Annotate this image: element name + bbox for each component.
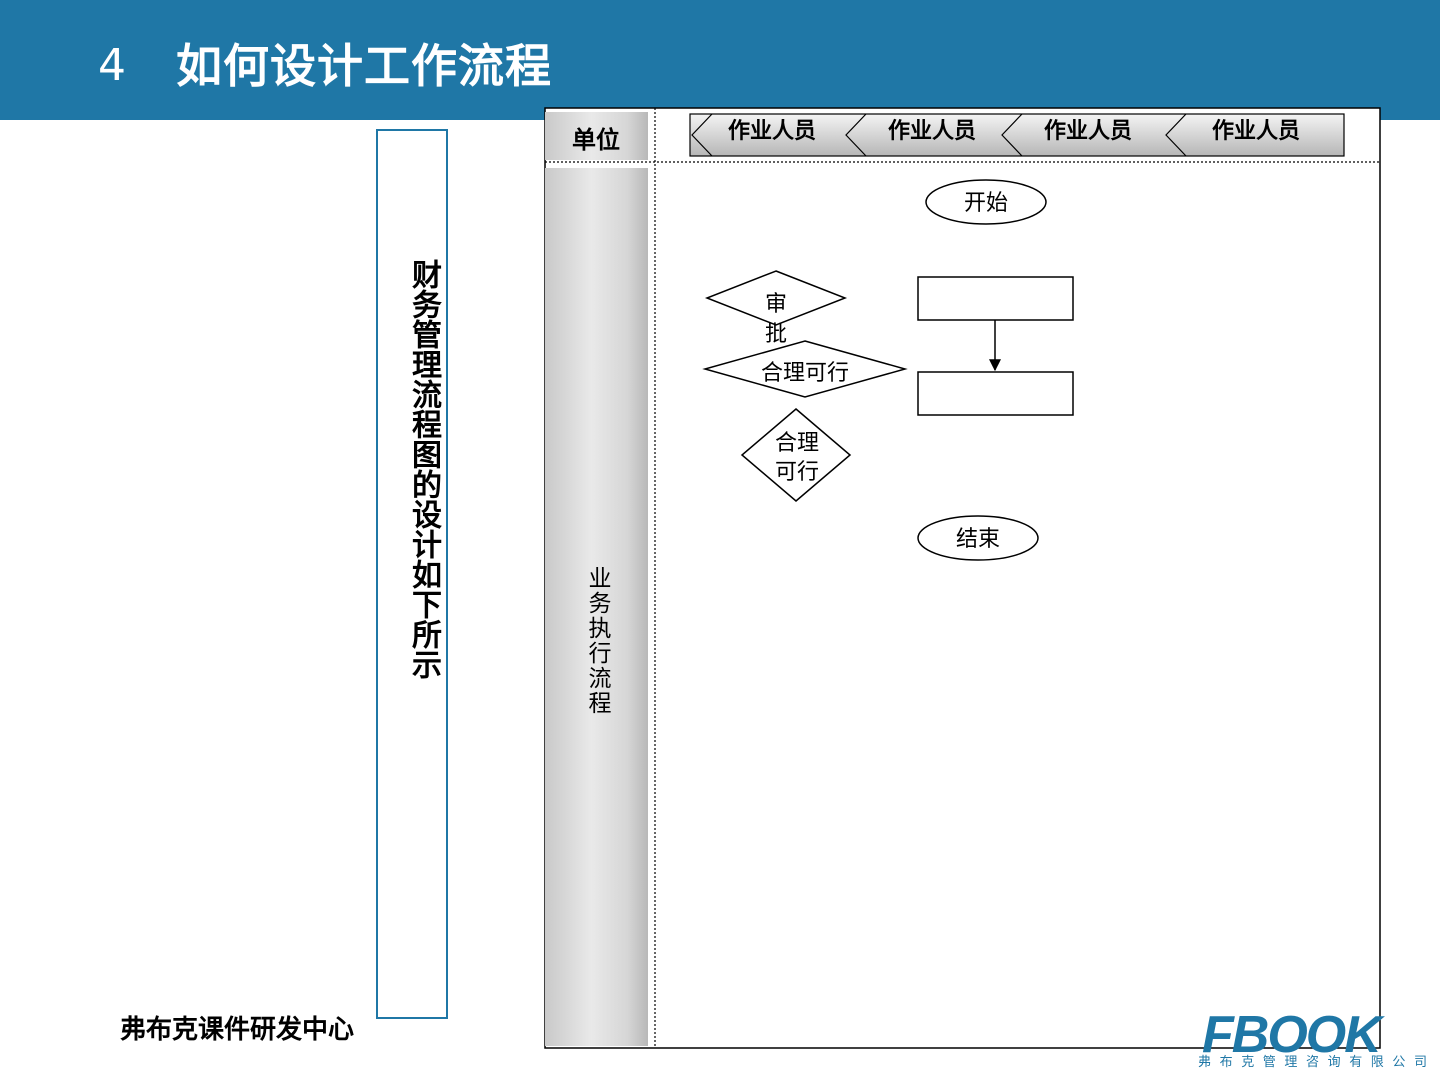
lane-column	[545, 168, 648, 1046]
side-caption-box: 财务管理流程图的设计如下所示	[376, 129, 448, 1019]
lane-label: 业务执行流程	[584, 566, 610, 716]
process-box-1	[917, 276, 1074, 321]
start-node	[925, 179, 1047, 225]
unit-header-label: 单位	[572, 126, 620, 154]
feasible-small-label-line2: 可行	[774, 460, 819, 485]
role-label: 作业人员	[1044, 119, 1133, 144]
footer-center-name: 弗布克课件研发中心	[120, 1015, 355, 1045]
page-title: 如何设计工作流程	[176, 39, 552, 93]
unit-header-cell	[545, 112, 648, 160]
role-label: 作业人员	[1212, 119, 1301, 144]
fbook-logo: FBOOK	[1202, 1006, 1387, 1064]
start-label: 开始	[963, 191, 1008, 216]
role-bar	[689, 113, 1345, 157]
process-box-2	[917, 371, 1074, 416]
approve-label: 审批	[764, 292, 787, 347]
feasible-decision-small	[740, 408, 852, 502]
role-label: 作业人员	[728, 119, 817, 144]
role-chevron-4	[1165, 113, 1187, 157]
svg-text:FBOOK: FBOOK	[1202, 1006, 1385, 1064]
role-chevron-1	[691, 113, 713, 157]
logo-subtitle: 弗布克管理咨询有限公司	[1198, 1055, 1436, 1070]
feasible-decision-wide	[702, 340, 908, 398]
role-chevron-3	[1001, 113, 1023, 157]
side-caption: 财务管理流程图的设计如下所示	[406, 259, 441, 679]
role-chevron-2	[845, 113, 867, 157]
diagram-frame	[544, 107, 1381, 1049]
feasible-small-label-line1: 合理	[774, 431, 819, 456]
end-node	[917, 515, 1039, 561]
section-number: 4	[98, 40, 126, 91]
role-label: 作业人员	[888, 119, 977, 144]
feasible-wide-label: 合理可行	[760, 361, 849, 386]
flowchart	[544, 107, 1381, 1049]
end-label: 结束	[955, 527, 1000, 552]
header-band	[0, 0, 1440, 120]
approve-decision	[704, 270, 848, 326]
